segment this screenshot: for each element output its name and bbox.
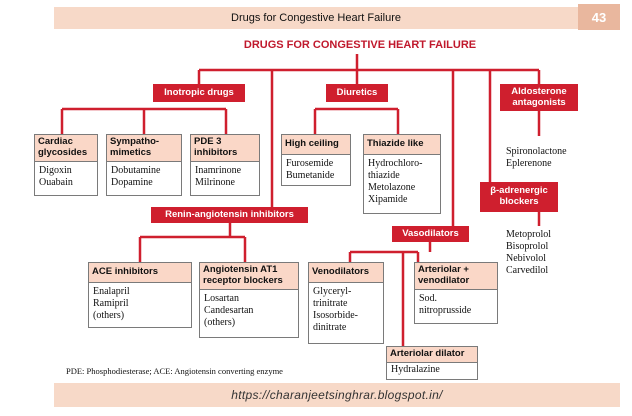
box-body: Losartan Candesartan (others) [204, 292, 254, 328]
box-ace-inhibitors: ACE inhibitors Enalapril Ramipril (other… [88, 262, 192, 328]
box-arteriolar-venodilator: Arteriolar + venodilator Sod. nitropruss… [414, 262, 498, 324]
box-sympathomimetics: Sympatho- mimetics Dobutamine Dopamine [106, 134, 182, 196]
box-pde3-inhibitors: PDE 3 inhibitors Inamrinone Milrinone [190, 134, 260, 196]
beta-blocker-drug-list: Metoprolol Bisoprolol Nebivolol Carvedil… [506, 229, 551, 276]
aldosterone-drug-list: Spironolactone Eplerenone [506, 146, 567, 169]
box-body: Glyceryl- trinitrate Isosorbide- dinitra… [313, 285, 358, 333]
box-body: Hydrochloro- thiazide Metolazone Xipamid… [368, 157, 423, 205]
box-body: Hydralazine [391, 363, 440, 375]
category-aldosterone: Aldosterone antagonists [500, 84, 578, 111]
category-vasodilators: Vasodilators [392, 226, 469, 242]
box-body: Furosemide Bumetanide [286, 157, 335, 181]
box-header: Arteriolar dilator [387, 347, 477, 363]
box-body: Digoxin Ouabain [39, 164, 73, 188]
box-at1-blockers: Angiotensin AT1 receptor blockers Losart… [199, 262, 299, 338]
box-thiazide-like: Thiazide like Hydrochloro- thiazide Meto… [363, 134, 441, 214]
box-header: High ceiling [282, 135, 350, 155]
box-header: Sympatho- mimetics [107, 135, 181, 162]
category-inotropic: Inotropic drugs [153, 84, 245, 102]
category-beta-blockers: β-adrenergic blockers [480, 182, 558, 212]
box-body: Dobutamine Dopamine [111, 164, 161, 188]
diagram-title: DRUGS FOR CONGESTIVE HEART FAILURE [243, 39, 477, 51]
box-venodilators: Venodilators Glyceryl- trinitrate Isosor… [308, 262, 384, 344]
box-header: ACE inhibitors [89, 263, 191, 283]
box-body: Inamrinone Milrinone [195, 164, 242, 188]
box-header: PDE 3 inhibitors [191, 135, 259, 162]
box-body: Enalapril Ramipril (others) [93, 285, 130, 321]
slide-title: Drugs for Congestive Heart Failure [231, 12, 401, 24]
box-high-ceiling: High ceiling Furosemide Bumetanide [281, 134, 351, 186]
box-header: Venodilators [309, 263, 383, 283]
category-renin-angiotensin: Renin-angiotensin inhibitors [151, 207, 308, 223]
blog-url-link[interactable]: https://charanjeetsinghrar.blogspot.in/ [231, 388, 443, 402]
category-diuretics: Diuretics [326, 84, 388, 102]
page-number: 43 [591, 9, 607, 25]
footer-banner: https://charanjeetsinghrar.blogspot.in/ [54, 383, 620, 407]
footnote: PDE: Phosphodiesterase; ACE: Angiotensin… [66, 366, 283, 376]
box-cardiac-glycosides: Cardiac glycosides Digoxin Ouabain [34, 134, 98, 196]
slide-header: Drugs for Congestive Heart Failure [54, 7, 578, 29]
box-header: Arteriolar + venodilator [415, 263, 497, 290]
page-number-badge: 43 [578, 4, 620, 30]
box-header: Angiotensin AT1 receptor blockers [200, 263, 298, 290]
box-header: Thiazide like [364, 135, 440, 155]
box-header: Cardiac glycosides [35, 135, 97, 162]
box-body: Sod. nitroprusside [419, 292, 472, 316]
box-arteriolar-dilator: Arteriolar dilator Hydralazine [386, 346, 478, 380]
